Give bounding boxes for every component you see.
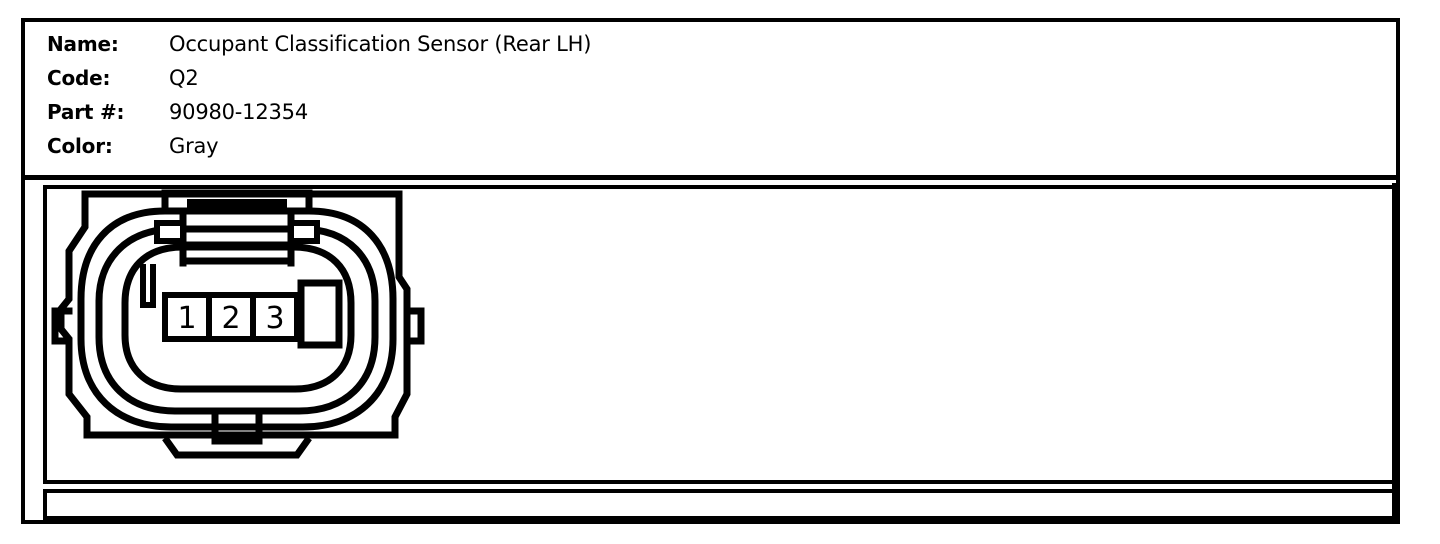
connector-outer-shell <box>57 190 411 439</box>
pin-box-3 <box>250 292 300 342</box>
spec-label-part-number: Part #: <box>47 100 125 124</box>
bottom-strip <box>43 489 1396 520</box>
spec-value-name: Occupant Classification Sensor (Rear LH) <box>169 32 592 56</box>
housing-ring-middle <box>95 225 379 415</box>
connector-diagram-panel: 1 2 3 <box>43 185 1396 484</box>
latch-cap-bar <box>187 199 287 208</box>
connector-face-svg: 1 2 3 <box>51 189 425 459</box>
connector-drawing: 1 2 3 <box>47 189 447 480</box>
pin-label-3: 3 <box>265 301 284 336</box>
pin-label-1: 1 <box>177 301 196 336</box>
bottom-keying-tab <box>211 407 263 445</box>
spec-value-color: Gray <box>169 134 219 158</box>
left-lock-ear <box>51 307 73 345</box>
spec-row-code: Code: Q2 <box>47 61 199 95</box>
pin-label-2: 2 <box>221 301 240 336</box>
latch-shoulder-right <box>288 220 320 244</box>
pin-label-group: 1 2 3 <box>177 301 284 336</box>
latch-shoulder-left <box>154 220 186 244</box>
spec-row-name: Name: Occupant Classification Sensor (Rea… <box>47 27 591 61</box>
connector-cavity-wall <box>121 243 355 393</box>
spec-label-color: Color: <box>47 134 113 158</box>
left-keying-rib <box>140 264 156 308</box>
frame-right-edge <box>1392 183 1400 524</box>
right-lock-ear <box>403 307 425 345</box>
spec-row-color: Color: Gray <box>47 129 219 163</box>
spec-value-code: Q2 <box>169 66 199 90</box>
bottom-flange <box>162 436 312 459</box>
specification-block: Name: Occupant Classification Sensor (Rea… <box>25 22 1396 180</box>
spec-value-part-number: 90980-12354 <box>169 100 308 124</box>
spec-label-name: Name: <box>47 32 119 56</box>
spec-label-code: Code: <box>47 66 111 90</box>
pin-box-group <box>162 292 300 342</box>
latch-bracket <box>161 189 313 215</box>
right-keying-slot <box>297 279 343 349</box>
housing-ring-outer <box>77 207 397 431</box>
spec-row-part-number: Part #: 90980-12354 <box>47 95 308 129</box>
